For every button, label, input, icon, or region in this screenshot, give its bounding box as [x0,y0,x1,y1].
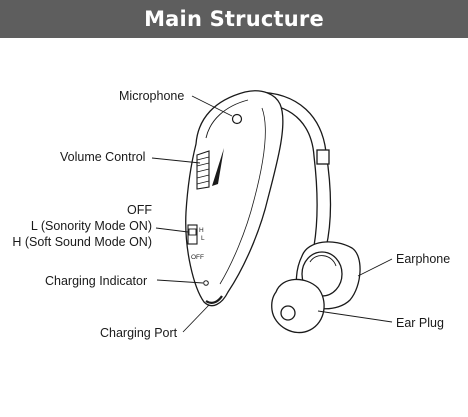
charging-indicator-led [203,280,209,286]
switch-mark-l: L [201,235,205,242]
hearing-aid-body [185,90,284,307]
volume-wedge-icon [212,148,224,186]
volume-control-label: Volume Control [60,150,145,164]
charging-port-label: Charging Port [100,326,178,340]
mode-switch: H L OFF [187,224,205,261]
switch-mark-off: OFF [191,254,204,261]
volume-control-dial [196,148,224,190]
leader-lines [151,95,393,333]
switch-h-label: H (Soft Sound Mode ON) [12,235,152,249]
title-banner: Main Structure [0,0,468,38]
ear-plug [271,278,325,334]
earphone-label: Earphone [396,252,450,266]
switch-off-label: OFF [127,203,152,217]
switch-l-label: L (Sonority Mode ON) [31,219,152,233]
charging-indicator-label: Charging Indicator [45,274,147,288]
ear-plug-label: Ear Plug [396,316,444,330]
microphone-port [231,113,243,125]
hearing-aid-diagram: H L OFF Microphone Volume Control OFF L … [12,89,450,340]
page-title: Main Structure [144,7,324,31]
switch-mark-h: H [199,227,204,234]
ear-hook-tube [254,91,332,249]
charging-port-slot [205,295,223,304]
microphone-label: Microphone [119,89,184,103]
